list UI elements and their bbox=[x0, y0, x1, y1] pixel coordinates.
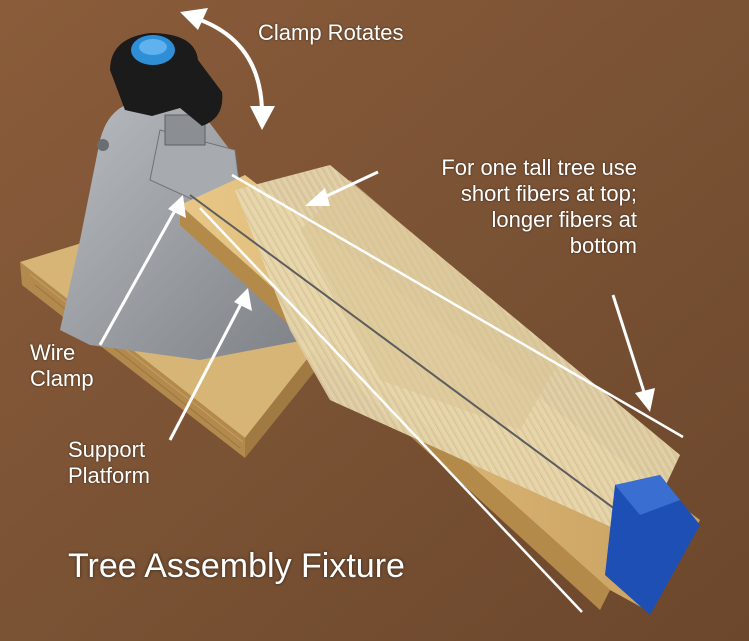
image-title: Tree Assembly Fixture bbox=[68, 547, 405, 585]
label-fiber-note-line-3: longer fibers at bbox=[491, 207, 637, 232]
label-fiber-note-line-2: short fibers at top; bbox=[460, 181, 637, 206]
label-fiber-note: For one tall tree use short fibers at to… bbox=[375, 155, 637, 259]
fiber-brush bbox=[235, 165, 680, 540]
clamp-knob[interactable] bbox=[110, 33, 223, 126]
rotate-arrow-icon bbox=[180, 8, 275, 130]
label-wire-clamp: Wire Clamp bbox=[30, 340, 94, 392]
label-wire-clamp-line-2: Clamp bbox=[30, 366, 94, 391]
wire bbox=[189, 194, 651, 536]
blue-tape bbox=[605, 475, 700, 615]
label-support-platform-line-2: Platform bbox=[68, 463, 150, 488]
label-clamp-rotates: Clamp Rotates bbox=[258, 20, 404, 45]
label-wire-clamp-line-1: Wire bbox=[30, 340, 76, 365]
label-support-platform: Support Platform bbox=[68, 437, 150, 489]
label-fiber-note-line-4: bottom bbox=[569, 233, 637, 258]
pointer-arrow-icon bbox=[98, 170, 684, 613]
label-fiber-note-line-1: For one tall tree use bbox=[441, 155, 637, 180]
label-support-platform-line-1: Support bbox=[68, 437, 146, 462]
